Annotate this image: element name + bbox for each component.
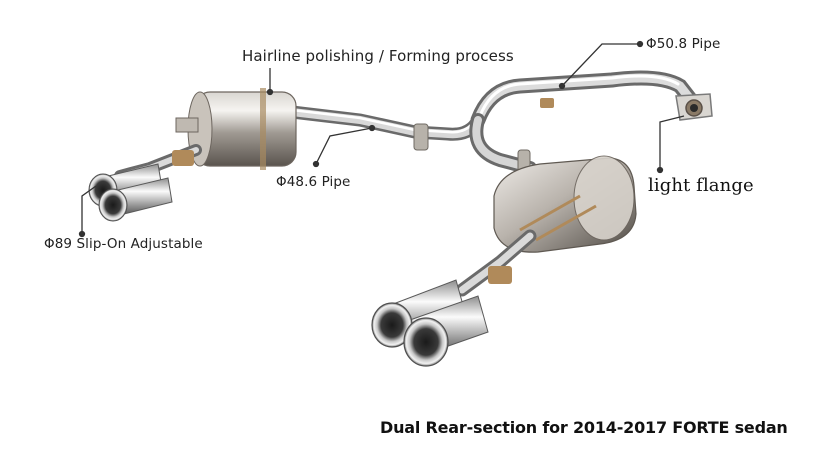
caption: Dual Rear-section for 2014-2017 FORTE se… <box>380 418 788 437</box>
muffler-right <box>493 155 637 253</box>
pipe-486 <box>285 105 485 141</box>
exhaust-tips-right <box>371 279 489 367</box>
pipe-508 <box>469 70 702 175</box>
tail-pipe-right <box>455 229 537 297</box>
exhaust-tips-left <box>88 163 173 222</box>
callout-pointers <box>78 40 685 238</box>
label-pipe-508: Φ50.8 Pipe <box>646 36 721 52</box>
label-pipe-486: Φ48.6 Pipe <box>276 174 351 190</box>
label-light-flange: light flange <box>648 175 754 196</box>
label-slip-on-tip: Φ89 Slip-On Adjustable <box>44 236 203 252</box>
label-hairline-polishing: Hairline polishing / Forming process <box>242 47 514 65</box>
flange <box>675 93 713 121</box>
